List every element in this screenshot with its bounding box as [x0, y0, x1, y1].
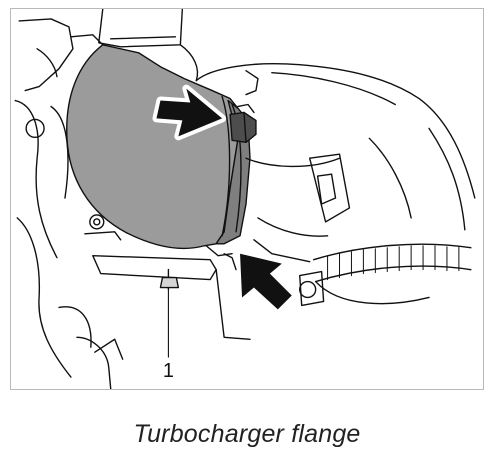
arrow-lower	[236, 249, 296, 314]
engine-drawing: 1	[14, 9, 476, 389]
callout-1: 1	[163, 360, 174, 382]
support-bracket	[84, 214, 251, 358]
technical-illustration: 1	[10, 8, 484, 390]
figure-caption: Turbocharger flange	[133, 420, 361, 448]
hose-clamp	[299, 243, 472, 307]
heat-shield	[195, 62, 476, 263]
flange-nut	[229, 103, 257, 143]
intake-pipe	[98, 9, 199, 82]
left-engine-structure	[14, 18, 124, 389]
arrow-upper	[152, 84, 227, 141]
